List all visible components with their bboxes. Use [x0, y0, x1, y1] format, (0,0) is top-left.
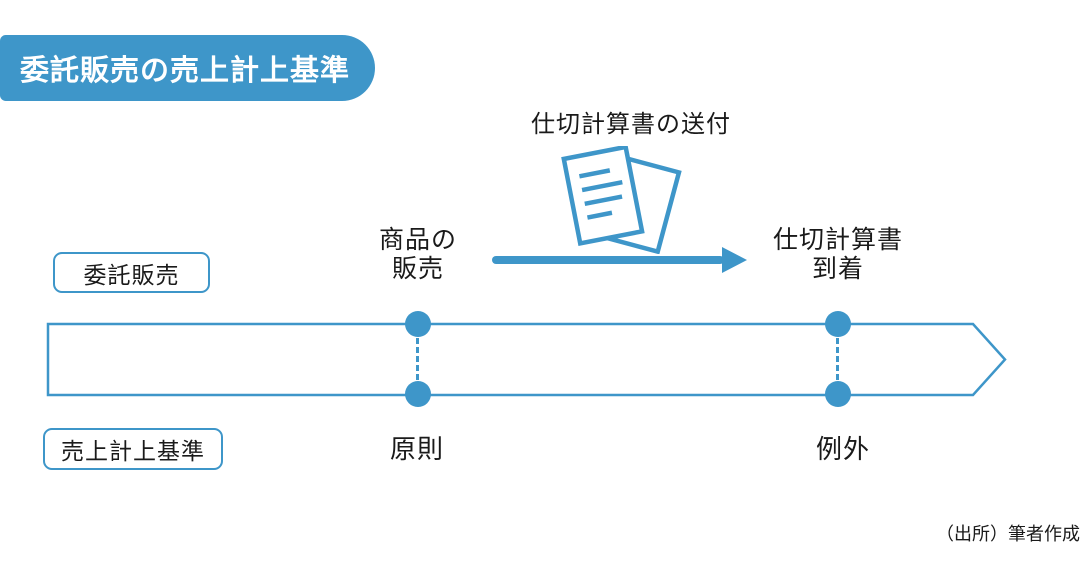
principle-label: 原則 — [389, 434, 444, 464]
statement-send-label: 仕切計算書の送付 — [531, 111, 731, 138]
timeline-dot-exception-top — [825, 311, 851, 337]
principle-dash-connector — [416, 338, 419, 380]
consignment-sales-box: 委託販売 — [53, 252, 210, 293]
event-statement-arrival: 仕切計算書 到着 — [758, 226, 918, 284]
title-badge: 委託販売の売上計上基準 — [0, 35, 375, 101]
title-badge-label: 委託販売の売上計上基準 — [20, 55, 351, 87]
event-statement-arrival-line2: 到着 — [811, 255, 864, 283]
event-statement-arrival-line1: 仕切計算書 — [772, 226, 903, 254]
event-product-sale: 商品の 販売 — [338, 226, 498, 284]
exception-label: 例外 — [815, 434, 870, 464]
flow-arrow-head-icon — [722, 247, 747, 273]
consignment-sales-label: 委託販売 — [83, 261, 180, 288]
revenue-basis-label: 売上計上基準 — [61, 438, 205, 464]
timeline-band — [46, 322, 1007, 397]
revenue-basis-box: 売上計上基準 — [43, 428, 223, 470]
source-note: （出所）筆者作成 — [936, 524, 1080, 544]
timeline-dot-principle-top — [405, 311, 431, 337]
exception-dash-connector — [836, 338, 839, 380]
timeline-dot-principle-bottom — [405, 381, 431, 407]
flow-arrow-shaft — [492, 256, 724, 264]
documents-icon — [561, 146, 682, 254]
timeline-dot-exception-bottom — [825, 381, 851, 407]
event-product-sale-line1: 商品の — [378, 226, 457, 254]
event-product-sale-line2: 販売 — [391, 255, 444, 283]
